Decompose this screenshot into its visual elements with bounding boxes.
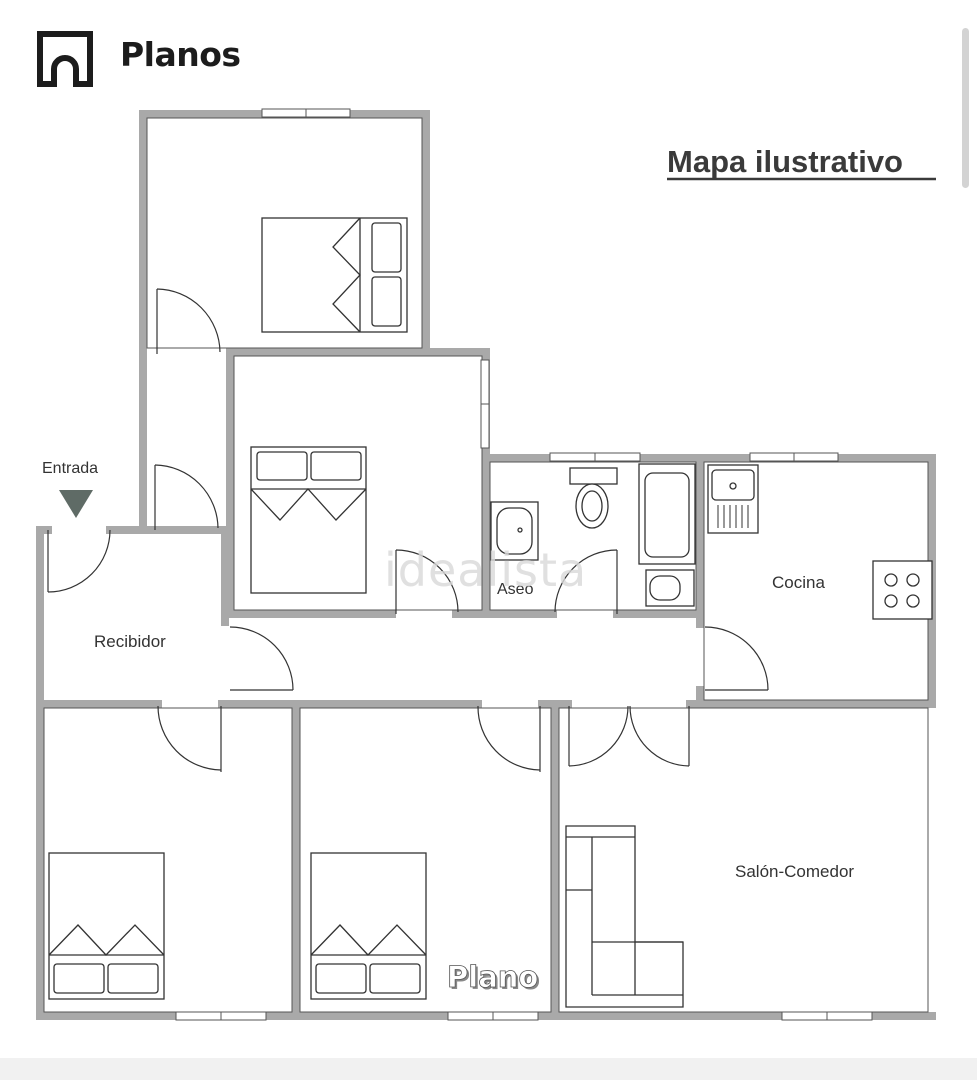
room-label-recibidor: Recibidor: [94, 632, 166, 651]
page-title: Planos: [120, 35, 241, 74]
entrance-label: Entrada: [42, 460, 98, 477]
plan-caption-shadow: Plano: [449, 962, 540, 996]
map-heading: Mapa ilustrativo: [667, 144, 903, 179]
room-label-aseo: Aseo: [497, 581, 534, 598]
sofa: [565, 825, 684, 1008]
plan-caption: Plano: [447, 960, 538, 994]
room-label-salon: Salón-Comedor: [735, 862, 854, 881]
floor-plan-image: Entrada Recibidor Aseo Cocina Salón-Come…: [18, 105, 960, 1023]
windows: [175, 108, 873, 1021]
floor-plan: Entrada Recibidor Aseo Cocina Salón-Come…: [36, 108, 936, 1021]
bathroom-fixtures: [490, 463, 696, 607]
doors: [47, 288, 769, 772]
room-label-cocina: Cocina: [772, 573, 825, 592]
scrollbar[interactable]: [962, 28, 969, 188]
bottom-toolbar: [0, 1058, 977, 1080]
entrance-marker-icon: [59, 490, 93, 518]
bed-bottom-middle: [310, 852, 427, 1000]
watermark: idealista: [384, 543, 587, 597]
bed-bottom-left: [48, 852, 165, 1000]
bed-top: [261, 217, 408, 333]
bed-middle: [250, 446, 367, 594]
floorplan-house-icon: [37, 31, 93, 87]
kitchen-fixtures: [707, 464, 933, 620]
walls: [36, 110, 936, 1020]
page-header: Planos: [0, 0, 977, 105]
